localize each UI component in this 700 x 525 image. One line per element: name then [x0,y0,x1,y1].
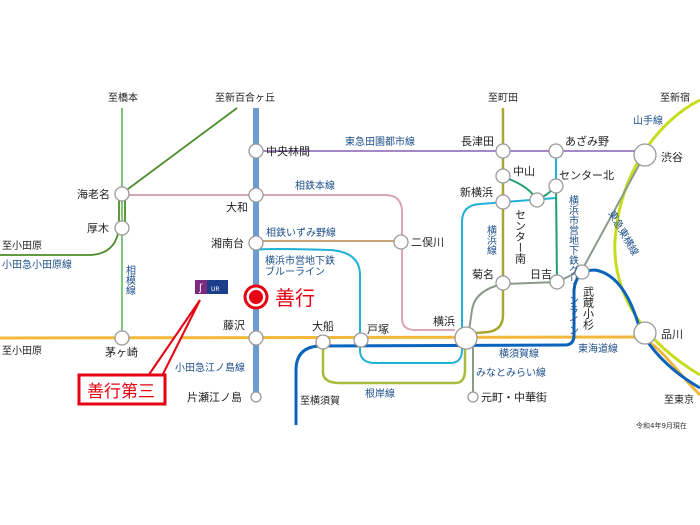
svg-text:UR: UR [211,286,220,293]
ur-logo: ʃ UR [195,280,228,294]
line-negishi [321,342,467,385]
direction-hashimoto: 至橋本 [108,91,138,104]
label-line-enoshima: 小田急江ノ島線 [175,361,245,374]
label-shinyokohama: 新横浜 [460,185,493,199]
line-yamanote [613,98,700,377]
label-atsugi: 厚木 [87,222,109,235]
station-kikuna[interactable] [495,275,511,291]
label-line-sagami: 相模線 [124,264,136,295]
station-futamatagawa[interactable] [393,234,409,250]
station-nakayama[interactable] [495,168,511,184]
direction-machida: 至町田 [488,92,518,104]
station-ofuna[interactable] [315,334,331,350]
label-shinagawa: 品川 [661,328,683,341]
label-chigasaki: 茅ヶ崎 [105,345,138,359]
label-line-yokohama: 横浜線 [485,224,497,255]
label-zenko-daisan: 善行第三 [87,382,155,402]
station-fujisawa[interactable] [248,330,264,346]
zenko-marker [243,284,269,310]
label-kikuna: 菊名 [472,267,494,281]
station-chuorinkan[interactable] [248,143,264,159]
label-line-yokosuka: 横須賀線 [499,347,539,360]
station-center-kita[interactable] [548,178,564,194]
label-ofuna: 大船 [312,319,334,333]
label-shonandai: 湘南台 [211,236,244,250]
station-totsuka[interactable] [353,332,369,348]
direction-shinjuku: 至新宿 [660,91,690,104]
label-shibuya: 渋谷 [661,151,683,164]
callout-pointer [147,299,201,377]
label-line-blue-1: 横浜市営地下鉄 [265,254,335,267]
line-blue-line [255,197,557,364]
station-shibuya[interactable] [633,143,657,167]
station-motomachi[interactable] [467,391,479,403]
svg-text:ʃ: ʃ [198,283,203,294]
station-center-minami[interactable] [529,192,545,208]
label-yokohama: 横浜 [433,314,455,328]
label-line-blue-2: ブルーライン [265,265,325,278]
direction-tokyo: 至東京 [664,393,694,406]
label-futamatagawa: 二俣川 [411,235,444,249]
stations [114,143,657,403]
label-line-izumino: 相鉄いずみ野線 [266,226,336,239]
label-chuorinkan: 中央林間 [266,144,310,158]
line-green-line [502,176,558,283]
label-yamato: 大和 [226,200,248,214]
label-fujisawa: 藤沢 [223,318,245,332]
label-line-toyoko: 東急東横線 [605,208,641,258]
station-nagatsuta[interactable] [495,143,511,159]
label-line-minatomirai: みなとみらい線 [476,366,546,379]
station-katase[interactable] [250,391,262,403]
station-shinyokohama[interactable] [495,194,511,210]
station-yamato[interactable] [248,187,264,203]
label-line-sotetsu-main: 相鉄本線 [295,179,335,192]
label-nagatsuta: 長津田 [461,135,494,148]
label-line-tokaido: 東海道線 [578,342,618,355]
label-motomachi: 元町・中華街 [481,390,547,404]
label-musashikosugi: 武蔵小杉 [582,286,595,331]
label-center-kita: センター北 [559,169,614,182]
direction-shinyurigaoka: 至新百合ヶ丘 [215,91,275,104]
label-line-negishi: 根岸線 [365,387,395,400]
line-sotetsu-main [122,194,455,331]
label-azamino: あざみ野 [565,134,609,148]
direction-odawara-north: 至小田原 [2,240,42,252]
label-ebina: 海老名 [77,187,110,201]
callout-box [77,373,167,406]
label-nakayama: 中山 [513,165,535,178]
station-yokohama[interactable] [454,326,478,350]
station-chigasaki[interactable] [114,330,130,346]
label-center-minami: センター南 [514,209,527,264]
direction-odawara-south: 至小田原 [2,345,42,357]
station-azamino[interactable] [548,143,564,159]
station-ebina[interactable] [114,186,130,202]
label-line-odakyu-odawara: 小田急小田原線 [2,258,72,271]
station-musashikosugi[interactable] [574,264,590,280]
label-line-yamanote: 山手線 [633,114,663,127]
station-atsugi[interactable] [114,220,130,236]
label-line-green: 横浜市営地下鉄グリーンライン [567,194,579,335]
label-totsuka: 戸塚 [367,323,389,336]
footnote: 令和4年9月現在 [636,421,687,430]
line-toyoko [467,155,645,339]
label-katase: 片瀬江ノ島 [187,390,242,404]
line-yokohama [464,108,505,336]
label-hiyoshi: 日吉 [530,268,552,281]
station-hiyoshi[interactable] [549,274,565,290]
station-shinagawa[interactable] [633,321,657,345]
direction-yokosuka: 至横須賀 [300,394,340,407]
label-zenko: 善行 [275,286,315,310]
label-line-denentoshi: 東急田園都市線 [345,135,415,148]
station-shonandai[interactable] [248,235,264,251]
